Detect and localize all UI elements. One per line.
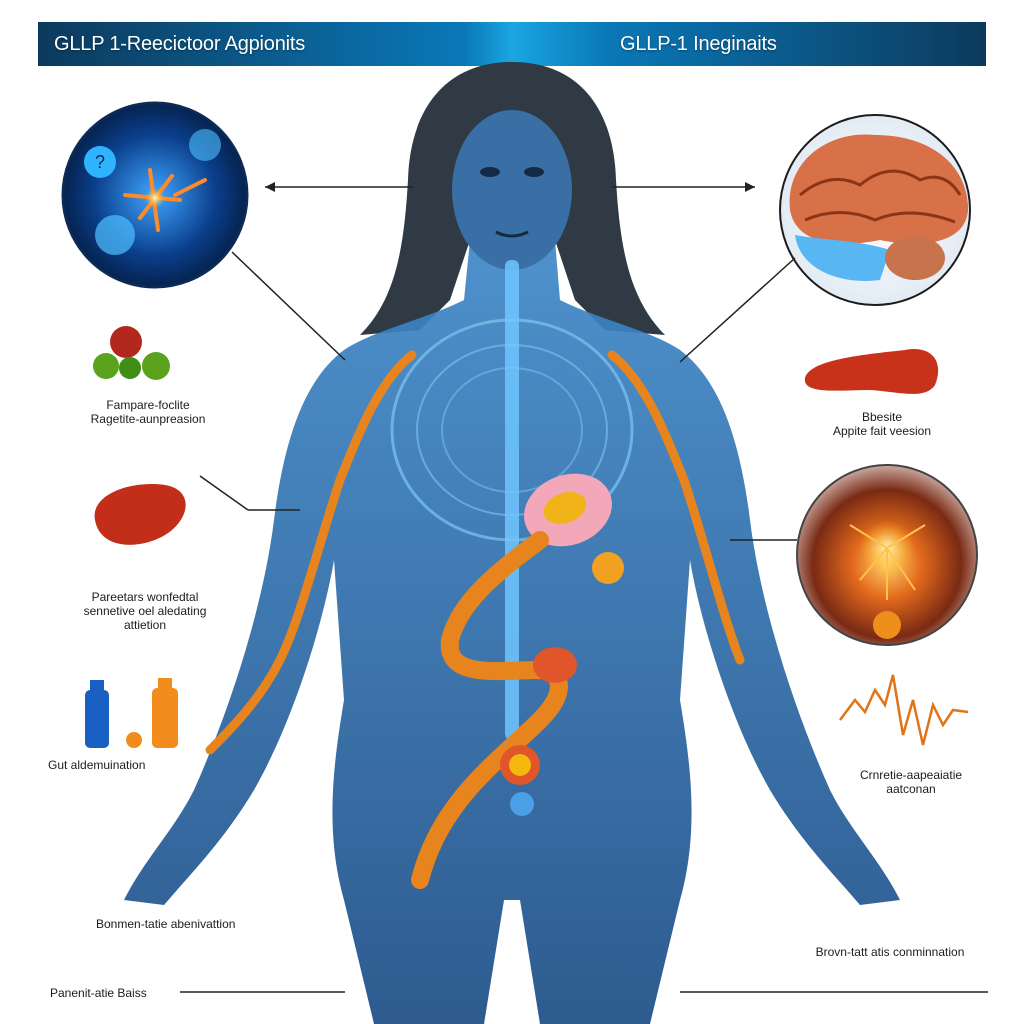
pancreas-icon [804,349,939,394]
curve-label: Crnretie-aapeaiatie aatconan [859,768,963,796]
left-arm-vessel [205,350,417,755]
spine-shape [505,260,519,740]
header-banner: GLLP 1-Reecictoor Agpionits GLLP-1 Inegi… [38,22,986,66]
bottle-blue-icon [85,690,109,748]
pancreas-label: Pareetars wonfedtal sennetive oel aledat… [83,590,207,632]
bottle-orange-icon [152,688,178,748]
svg-text:?: ? [95,152,105,172]
hormone-label: Bonmen-tatie abenivattion [96,917,236,931]
fat-label: Bbesite Appite fait veesion [832,410,932,438]
header-right-title: GLLP-1 Ineginaits [620,33,777,55]
face-shape [452,110,572,270]
appetite-label: Fampare-foclite Ragetite-aunpreasion [90,398,206,426]
header-left-title: GLLP 1-Reecictoor Agpionits [54,33,306,55]
base-label: Panenit-atie Baiss [50,986,147,1000]
food-icon [110,326,142,358]
signal-wave-icon [839,674,969,746]
ribcage-shape [390,318,634,542]
gut-label: Gut aldemuination [48,758,146,772]
combination-label: Brovn-tatt atis conminnation [815,945,965,959]
right-arm-vessel [607,350,745,665]
liver-icon [94,484,186,545]
